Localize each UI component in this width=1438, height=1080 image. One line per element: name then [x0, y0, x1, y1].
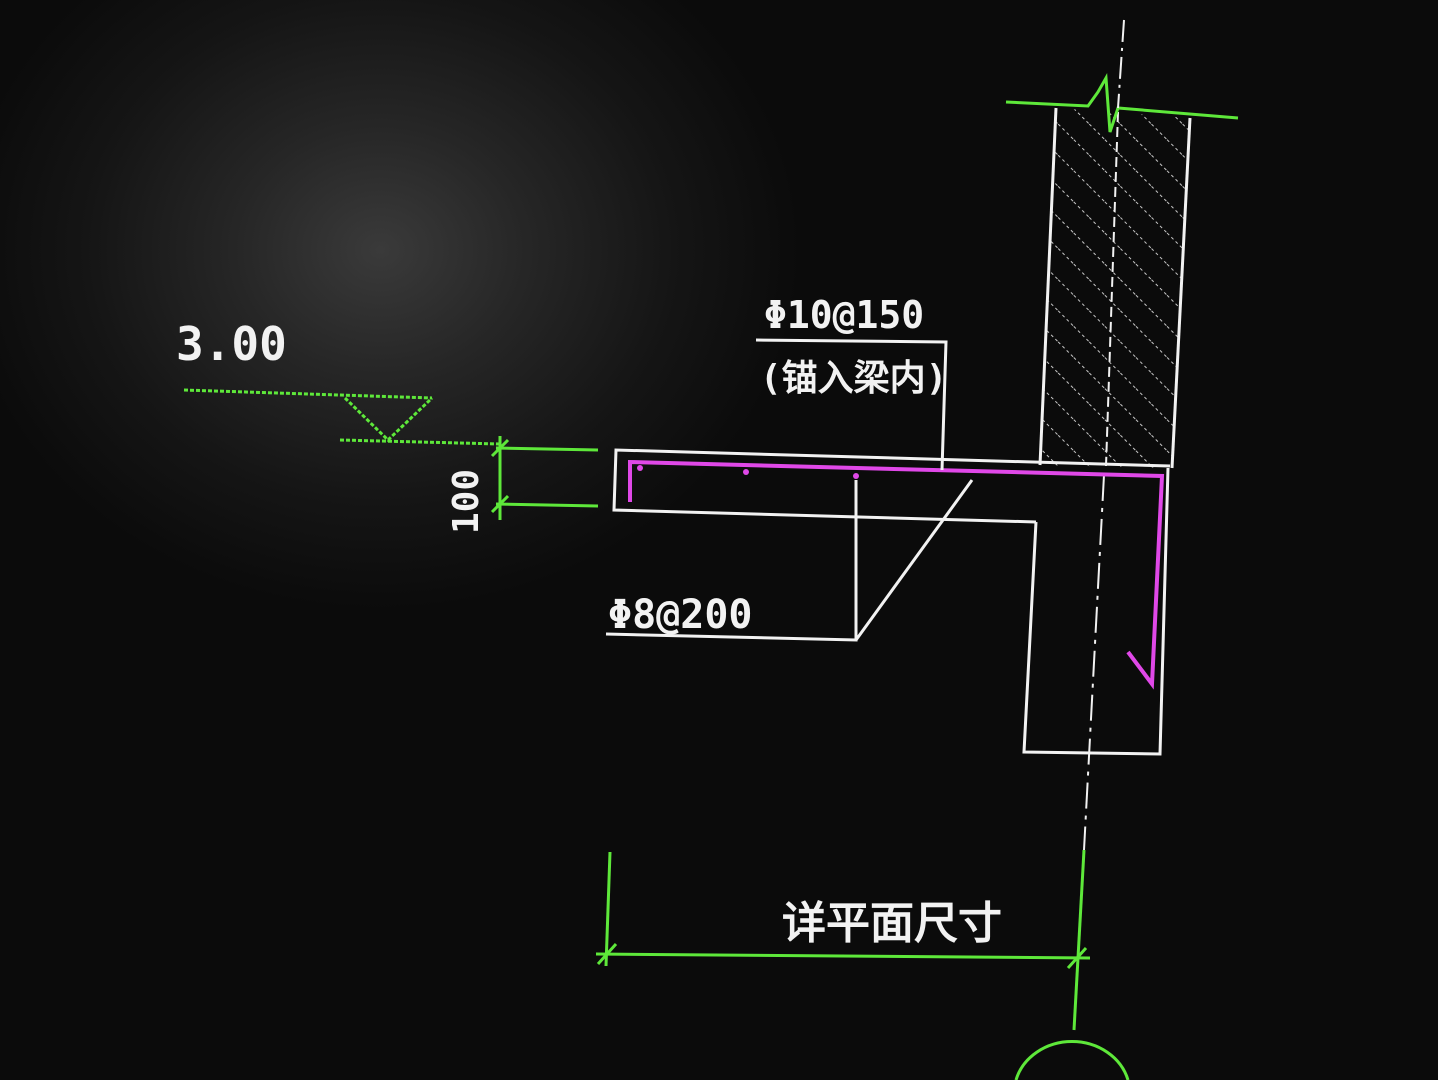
- elevation-value: 3.00: [176, 317, 287, 371]
- top-rebar-note: (锚入梁内): [760, 358, 947, 399]
- slab-thickness-dimension: 100: [446, 436, 599, 534]
- slab-thickness-value: 100: [446, 469, 487, 534]
- top-rebar-callout: Φ10@150 (锚入梁内): [755, 293, 948, 471]
- width-dimension: 详平面尺寸: [595, 851, 1091, 970]
- cantilever-slab: [612, 448, 1171, 524]
- elevation-mark: 3.00: [176, 317, 501, 446]
- axis-line: [1014, 19, 1130, 1080]
- top-rebar-spec: Φ10@150: [764, 293, 924, 337]
- width-dimension-text: 详平面尺寸: [782, 898, 1002, 949]
- wall-section: [1038, 107, 1192, 469]
- top-rebar: [628, 459, 1165, 690]
- beam-section: [1022, 467, 1170, 756]
- bottom-rebar-callout: Φ8@200: [605, 479, 974, 642]
- bottom-rebar-spec: Φ8@200: [608, 592, 753, 638]
